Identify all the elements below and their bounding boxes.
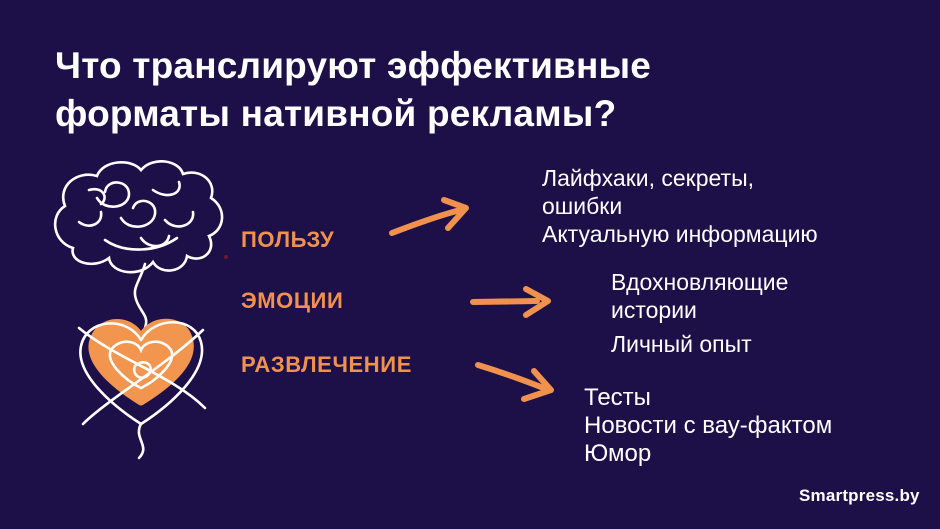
smartpress-logo: Smartpress.by: [799, 486, 920, 505]
fun-label: РАЗВЛЕЧЕНИЕ: [241, 352, 412, 377]
emotion-item-line: истории: [611, 297, 697, 323]
emotion-item-line: Личный опыт: [611, 331, 752, 357]
benefit-item-line: ошибки: [542, 193, 623, 219]
brain-heart-doodle-icon: [53, 160, 224, 460]
emotion-label: ЭМОЦИИ: [241, 288, 344, 313]
emotion-arrow-icon: [470, 286, 551, 318]
fun-items: Тесты Новости с вау-фактом Юмор: [584, 384, 832, 468]
fun-item-line: Новости с вау-фактом: [584, 412, 833, 439]
page-title: Что транслируют эффективные форматы нати…: [55, 45, 652, 134]
emotion-item-line: Вдохновляющие: [611, 269, 789, 295]
fun-item-line: Юмор: [584, 440, 652, 467]
benefit-arrow-icon: [389, 197, 469, 236]
benefit-item-line: Актуальную информацию: [542, 221, 818, 247]
benefit-label: ПОЛЬЗУ: [241, 227, 335, 252]
stray-dot: [224, 255, 228, 259]
benefit-items: Лайфхаки, секреты, ошибки Актуальную инф…: [542, 164, 818, 248]
emotion-items: Вдохновляющие истории Личный опыт: [611, 268, 788, 358]
fun-item-line: Тесты: [584, 384, 651, 411]
benefit-item-line: Лайфхаки, секреты,: [542, 165, 755, 191]
fun-arrow-icon: [475, 362, 554, 402]
